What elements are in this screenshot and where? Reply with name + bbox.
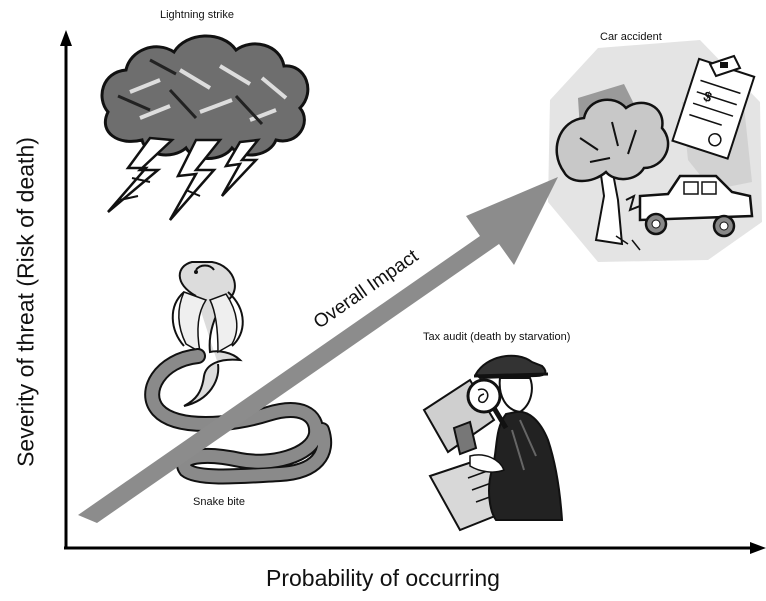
- snake-bite-label: Snake bite: [193, 496, 245, 508]
- car-accident-icon: $: [548, 40, 762, 262]
- detective-icon: [422, 354, 564, 532]
- y-axis-label: Severity of threat (Risk of death): [12, 137, 39, 467]
- lightning-strike-label: Lightning strike: [160, 9, 234, 21]
- tax-audit-label: Tax audit (death by starvation): [423, 331, 571, 343]
- car-accident-label: Car accident: [600, 31, 662, 43]
- axes: [60, 30, 766, 554]
- lightning-storm-icon: [100, 34, 310, 221]
- x-axis-label: Probability of occurring: [266, 565, 500, 591]
- overall-impact-arrow: [78, 177, 558, 523]
- y-axis-arrowhead: [60, 30, 72, 46]
- x-axis-arrowhead: [750, 542, 766, 554]
- snake-icon: [144, 261, 333, 485]
